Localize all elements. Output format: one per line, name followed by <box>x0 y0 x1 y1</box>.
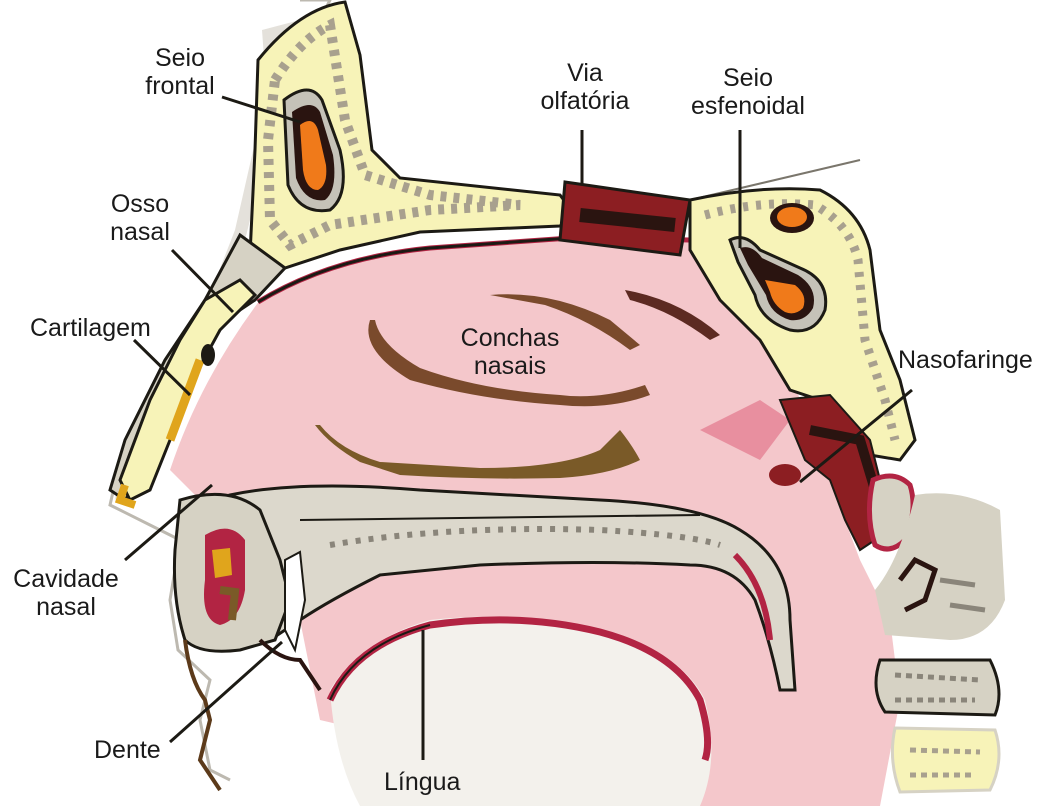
label-seio-esfenoidal-line1: Seio <box>688 64 808 92</box>
label-seio-frontal-line1: Seio <box>140 44 220 72</box>
label-osso-nasal-line2: nasal <box>100 218 180 246</box>
label-cavidade-nasal-line1: Cavidade <box>6 565 126 593</box>
vertebra-3 <box>892 728 999 792</box>
label-seio-frontal-line2: frontal <box>140 72 220 100</box>
label-lingua-line1: Língua <box>384 768 460 796</box>
label-cartilagem-line1: Cartilagem <box>30 314 151 342</box>
label-via-olfatoria: Via olfatória <box>540 59 630 115</box>
label-seio-frontal: Seio frontal <box>140 44 220 100</box>
label-seio-esfenoidal: Seio esfenoidal <box>688 64 808 120</box>
eustachian-opening <box>769 464 801 486</box>
label-conchas-nasais-line2: nasais <box>445 352 575 380</box>
label-conchas-nasais-line1: Conchas <box>445 324 575 352</box>
label-via-olfatoria-line1: Via <box>540 59 630 87</box>
label-conchas-nasais: Conchas nasais <box>445 324 575 380</box>
label-nasofaringe: Nasofaringe <box>898 346 1033 374</box>
label-lingua: Língua <box>384 768 460 796</box>
label-cartilagem: Cartilagem <box>30 314 151 342</box>
label-osso-nasal: Osso nasal <box>100 190 180 246</box>
tooth <box>285 552 305 650</box>
label-via-olfatoria-line2: olfatória <box>540 87 630 115</box>
label-osso-nasal-line1: Osso <box>100 190 180 218</box>
label-cavidade-nasal: Cavidade nasal <box>6 565 126 621</box>
label-dente: Dente <box>94 736 161 764</box>
label-seio-esfenoidal-line2: esfenoidal <box>688 92 808 120</box>
label-dente-line1: Dente <box>94 736 161 764</box>
vertebra-2 <box>876 660 999 715</box>
label-nasofaringe-line1: Nasofaringe <box>898 346 1033 374</box>
label-cavidade-nasal-line2: nasal <box>6 593 126 621</box>
